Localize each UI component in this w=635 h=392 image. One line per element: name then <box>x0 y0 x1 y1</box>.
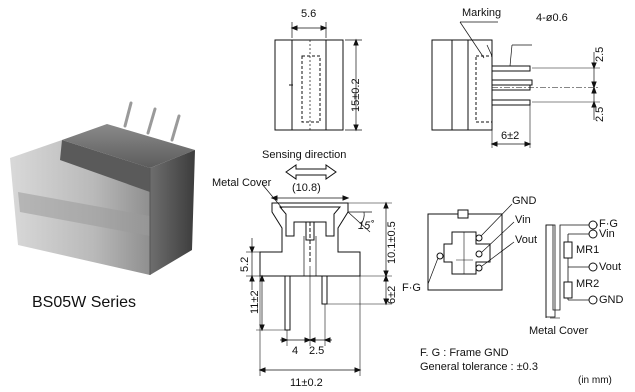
photo-pins <box>123 101 181 142</box>
circuit-vin: Vin <box>599 228 615 240</box>
product-caption: BS05W Series <box>32 294 137 311</box>
photo-slot <box>60 140 150 192</box>
dim-height-side: 15±0.2 <box>350 78 362 112</box>
sensing-arrow <box>285 164 337 180</box>
circuit-mr1: MR1 <box>576 244 600 256</box>
marking-label: Marking <box>462 7 502 19</box>
side-view <box>431 21 600 148</box>
dim-cover-angle: 15˚ <box>358 220 374 232</box>
dim-pin-proj-right: 6±2 <box>386 285 398 304</box>
dim-width-top: 5.6 <box>301 8 317 20</box>
pin-layout <box>427 203 515 291</box>
dim-pin-length: 6±2 <box>501 130 520 142</box>
front-view <box>274 22 362 132</box>
pin-gnd-label: GND <box>512 195 537 207</box>
dim-pin-spec: 4-ø0.6 <box>536 12 568 24</box>
sensing-direction-label: Sensing direction <box>262 149 347 161</box>
photo-top-face <box>62 124 195 168</box>
dim-pin-spacing-a: 4 <box>292 345 299 357</box>
tolerance-note: General tolerance : ±0.3 <box>420 361 538 373</box>
dim-pin-pitch-lower: 2.5 <box>594 106 606 122</box>
dim-pin-proj-left: 11±2 <box>249 290 261 314</box>
unit-note: (in mm) <box>578 375 612 386</box>
pin-vout-label: Vout <box>515 234 538 246</box>
dim-body-height: 10.1±0.5 <box>386 221 398 264</box>
dim-pin-pitch-upper: 2.5 <box>594 46 606 62</box>
circuit-fg: F·G <box>599 218 618 230</box>
dim-cover-width: (10.8) <box>292 182 321 194</box>
metal-cover-label: Metal Cover <box>212 177 272 189</box>
pin-vin-label: Vin <box>515 214 531 226</box>
circuit-mr2: MR2 <box>576 278 600 290</box>
fg-note: F. G : Frame GND <box>420 347 509 359</box>
circuit-vout: Vout <box>599 261 622 273</box>
circuit-metal-cover-label: Metal Cover <box>529 325 589 337</box>
dim-pin-spacing-b: 2.5 <box>309 345 325 357</box>
circuit-gnd: GND <box>599 294 624 306</box>
pin-fg-label: F·G <box>402 282 421 294</box>
circuit <box>545 220 598 319</box>
dim-total-width: 11±0.2 <box>290 377 323 389</box>
photo-right-face <box>150 150 195 275</box>
cross-section <box>246 183 392 376</box>
dim-flange-height: 5.2 <box>239 256 251 272</box>
